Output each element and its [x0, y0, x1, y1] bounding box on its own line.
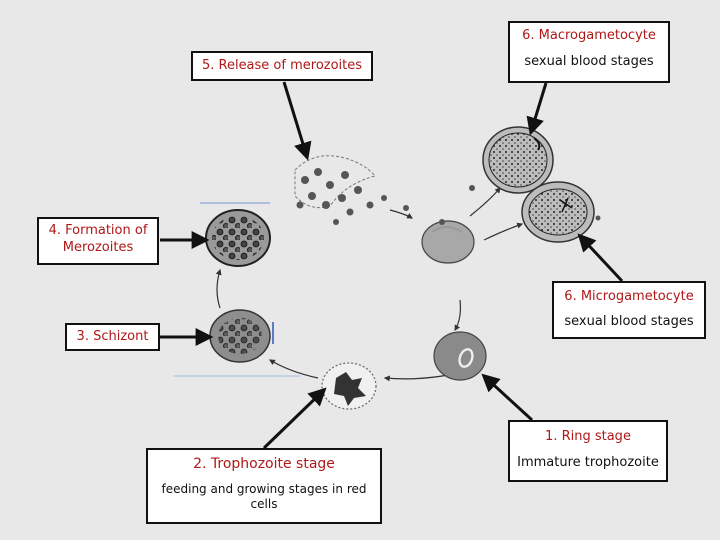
trophozoite-subtitle: feeding and growing stages in red cells	[161, 482, 367, 511]
ring-stage-label-box: 1. Ring stage Immature trophozoite	[508, 420, 668, 482]
ring-stage-cell	[433, 331, 487, 381]
release-merozoites-label-box: 5. Release of merozoites	[191, 51, 373, 81]
schizont-cell	[209, 309, 271, 363]
trophozoite-title: 2. Trophozoite stage	[193, 456, 335, 472]
macrogametocyte-cell	[482, 126, 554, 194]
uninfected-red-cell	[421, 220, 475, 264]
pointer-arrow	[481, 373, 534, 422]
pointer-arrow	[577, 233, 624, 283]
schizont-label-box: 3. Schizont	[65, 323, 160, 351]
cycle-arrow	[469, 187, 501, 217]
cycle-arrow	[268, 359, 319, 379]
microgametocyte-label-box: 6. Microgametocyte sexual blood stages	[552, 281, 706, 339]
macrogametocyte-subtitle: sexual blood stages	[524, 54, 654, 69]
cycle-arrow	[215, 268, 222, 309]
release-merozoites-title: 5. Release of merozoites	[201, 58, 363, 73]
released-merozoites	[294, 155, 601, 225]
formation-merozoites-line2: Merozoites	[62, 240, 134, 255]
ring-stage-title: 1. Ring stage	[545, 429, 631, 444]
merozoite-formation-cell	[205, 209, 271, 267]
formation-merozoites-label-box: 4. Formation of Merozoites	[37, 217, 159, 265]
microgametocyte-cell	[521, 181, 595, 243]
cycle-arrow	[389, 209, 414, 219]
schizont-title: 3. Schizont	[76, 329, 149, 344]
pointer-arrow	[526, 82, 548, 136]
pointer-arrow	[262, 387, 327, 450]
trophozoite-label-box: 2. Trophozoite stage feeding and growing…	[146, 448, 382, 524]
microgametocyte-subtitle: sexual blood stages	[564, 314, 694, 329]
cycle-arrow	[454, 299, 462, 332]
ring-stage-subtitle: Immature trophozoite	[517, 455, 659, 470]
trophozoite-cell	[321, 362, 377, 410]
pointer-arrow	[282, 81, 312, 161]
formation-merozoites-line1: 4. Formation of	[48, 223, 148, 238]
macrogametocyte-title: 6. Macrogametocyte	[522, 28, 656, 43]
cycle-arrow	[483, 222, 524, 241]
microgametocyte-title: 6. Microgametocyte	[564, 289, 694, 304]
macrogametocyte-label-box: 6. Macrogametocyte sexual blood stages	[508, 21, 670, 83]
